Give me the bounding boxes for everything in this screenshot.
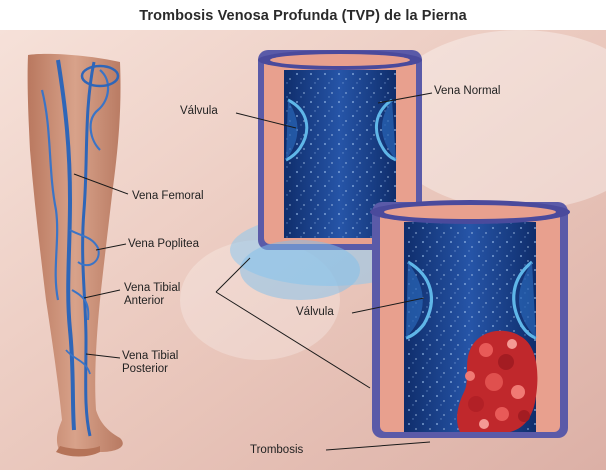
label-vena-tibial-anterior-line1: Vena Tibial	[124, 282, 180, 295]
label-vena-tibial-posterior-line2: Posterior	[122, 363, 178, 376]
label-vena-tibial-anterior-line2: Anterior	[124, 295, 180, 308]
page-title: Trombosis Venosa Profunda (TVP) de la Pi…	[0, 8, 606, 24]
label-vena-tibial-posterior-line1: Vena Tibial	[122, 350, 178, 363]
label-vena-tibial-anterior: Vena Tibial Anterior	[124, 282, 180, 308]
label-vena-femoral: Vena Femoral	[132, 190, 204, 203]
label-vena-tibial-posterior: Vena Tibial Posterior	[122, 350, 178, 376]
label-valvula-bottom: Válvula	[296, 306, 334, 319]
label-valvula-top: Válvula	[180, 105, 218, 118]
label-vena-poplitea: Vena Poplitea	[128, 238, 199, 251]
label-trombosis: Trombosis	[250, 444, 303, 457]
label-vena-normal: Vena Normal	[434, 85, 500, 98]
